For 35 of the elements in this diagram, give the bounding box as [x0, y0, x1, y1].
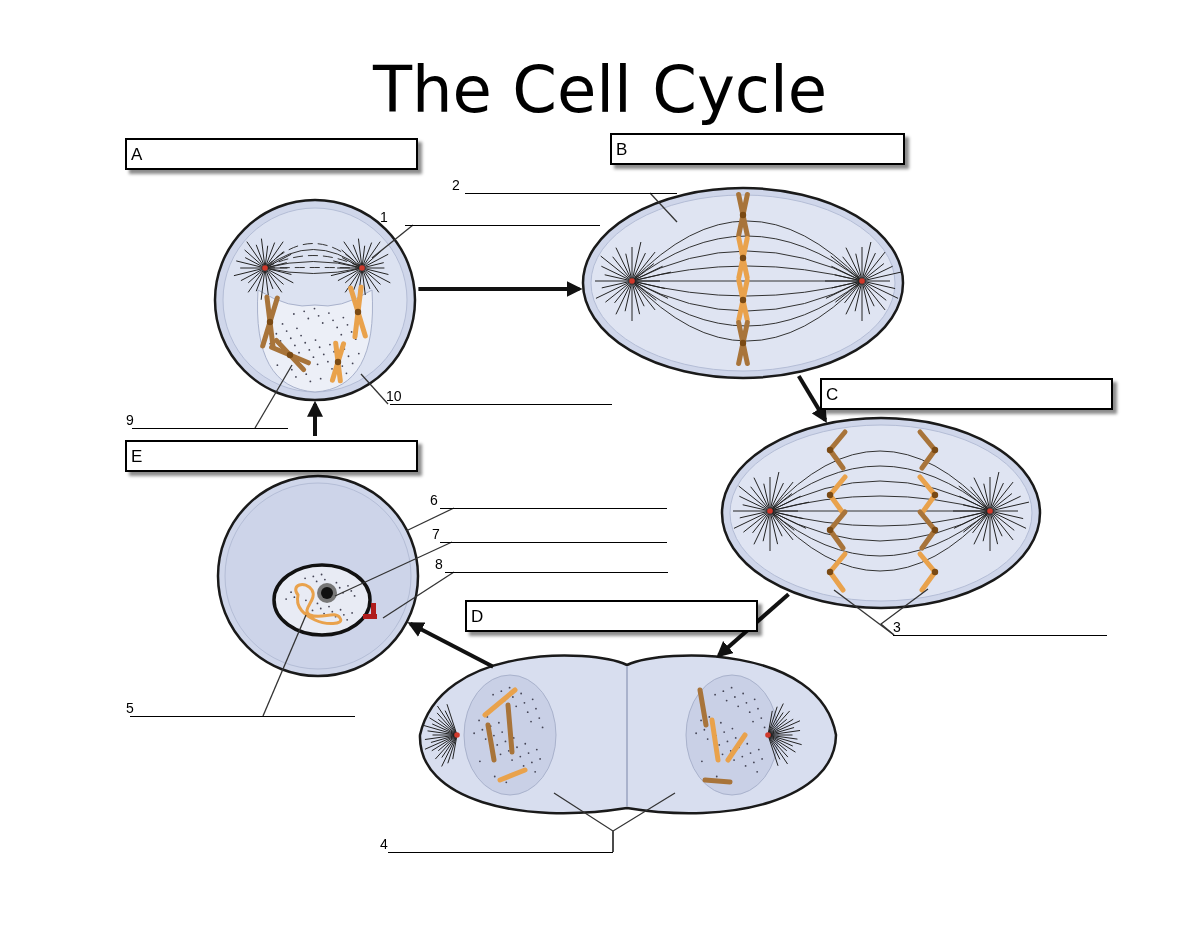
- leader-line: [334, 541, 453, 597]
- answer-box: E: [125, 440, 418, 472]
- answer-box: C: [820, 378, 1113, 410]
- leader-line: [371, 224, 414, 259]
- arrow: [418, 281, 583, 297]
- arrow: [716, 592, 790, 658]
- cell-drawing: [213, 198, 417, 402]
- cell-drawing: [581, 186, 905, 380]
- arrow: [407, 622, 495, 669]
- callout-number: 3: [893, 620, 901, 634]
- leader-line: [254, 364, 293, 429]
- answer-box: B: [610, 133, 905, 165]
- callout-number: 6: [430, 493, 438, 507]
- arrow: [307, 400, 323, 436]
- callout-number: 2: [452, 178, 460, 192]
- leader-line: [879, 588, 929, 636]
- leader-line: [649, 192, 678, 223]
- leader-line: [382, 571, 455, 619]
- callout-number: 1: [380, 210, 388, 224]
- cell-drawing: [418, 654, 838, 815]
- callout-number: 8: [435, 557, 443, 571]
- cell-drawing: [216, 474, 420, 678]
- callout-number: 10: [386, 389, 402, 403]
- callout-number: 5: [126, 701, 134, 715]
- arrow: [797, 374, 827, 423]
- cell-drawing: [720, 416, 1042, 610]
- callout-number: 7: [432, 527, 440, 541]
- leader-line: [262, 614, 307, 717]
- answer-box: A: [125, 138, 418, 170]
- answer-box: D: [465, 600, 758, 632]
- leader-line: [360, 373, 389, 405]
- callout-number: 9: [126, 413, 134, 427]
- leader-line: [612, 792, 676, 853]
- callout-number: 4: [380, 837, 388, 851]
- leader-line: [405, 507, 455, 532]
